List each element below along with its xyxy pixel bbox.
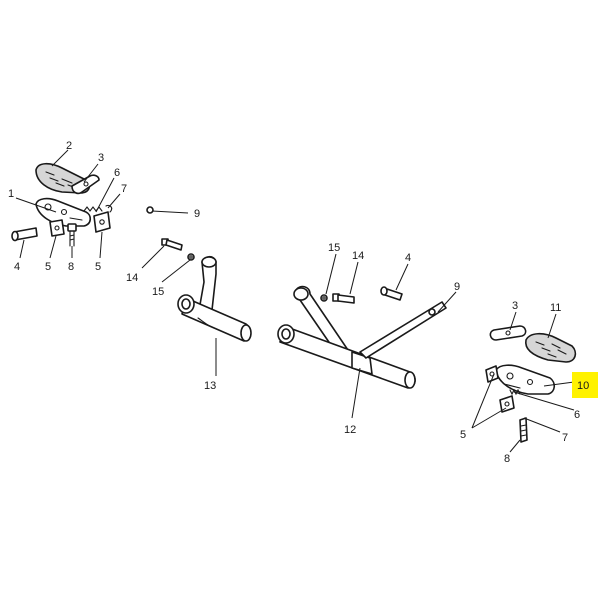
right-footpeg-assembly — [485, 325, 577, 443]
callout-10: 10 — [577, 380, 589, 392]
bracket-left-b — [93, 211, 111, 233]
callout-8-left: 8 — [68, 261, 74, 273]
callout-3-left: 3 — [98, 152, 104, 164]
bolt-14-center — [332, 293, 355, 304]
bolt-right — [519, 417, 528, 443]
callout-15-center: 15 — [328, 242, 340, 254]
left-footpeg-assembly — [11, 162, 154, 247]
callout-5-left-b: 5 — [95, 261, 101, 273]
pin-4-center — [380, 286, 403, 301]
bracket-left-a — [49, 219, 65, 237]
clip-left — [105, 204, 113, 213]
plate-left — [71, 174, 100, 195]
callout-2: 2 — [66, 140, 72, 152]
callout-7-right: 7 — [562, 432, 568, 444]
footpeg-body-left — [35, 197, 92, 227]
callout-4-center: 4 — [405, 252, 411, 264]
footrest-bracket-13 — [161, 238, 252, 342]
callout-11: 11 — [550, 302, 561, 314]
callout-9-center: 9 — [454, 281, 460, 293]
callout-5-right: 5 — [460, 429, 466, 441]
callout-4-left: 4 — [14, 261, 20, 273]
leader-lines — [15, 149, 575, 453]
bolt-left — [67, 223, 77, 247]
callout-labels: 2 3 1 6 7 9 4 5 8 5 14 15 13 15 14 4 12 … — [8, 140, 589, 465]
pin-left — [11, 227, 38, 242]
callout-3-right: 3 — [512, 300, 518, 312]
bolt-14-left — [161, 238, 183, 251]
callout-13: 13 — [204, 380, 216, 392]
callout-5-left-a: 5 — [45, 261, 51, 273]
spring-left — [83, 206, 103, 212]
callout-9-left: 9 — [194, 208, 200, 220]
washer-15-center — [320, 294, 328, 302]
callout-8-right: 8 — [504, 453, 510, 465]
footrest-bracket-12 — [277, 285, 447, 389]
callout-6-right: 6 — [574, 409, 580, 421]
callout-15-left: 15 — [152, 286, 164, 298]
callout-14-left: 14 — [126, 272, 138, 284]
plate-right — [489, 325, 527, 341]
bracket-right-b — [499, 395, 515, 413]
callout-1: 1 — [8, 188, 14, 200]
circlip-9-center — [428, 308, 436, 316]
callout-6-left: 6 — [114, 167, 120, 179]
callout-7-left: 7 — [121, 183, 127, 195]
callout-14-center: 14 — [352, 250, 364, 262]
highlight-box — [572, 372, 598, 398]
washer-15-left — [187, 253, 195, 261]
callout-12: 12 — [344, 424, 356, 436]
footpeg-rubber-right — [524, 332, 577, 363]
footpeg-body-right — [495, 364, 556, 395]
circlip-left — [146, 206, 154, 214]
